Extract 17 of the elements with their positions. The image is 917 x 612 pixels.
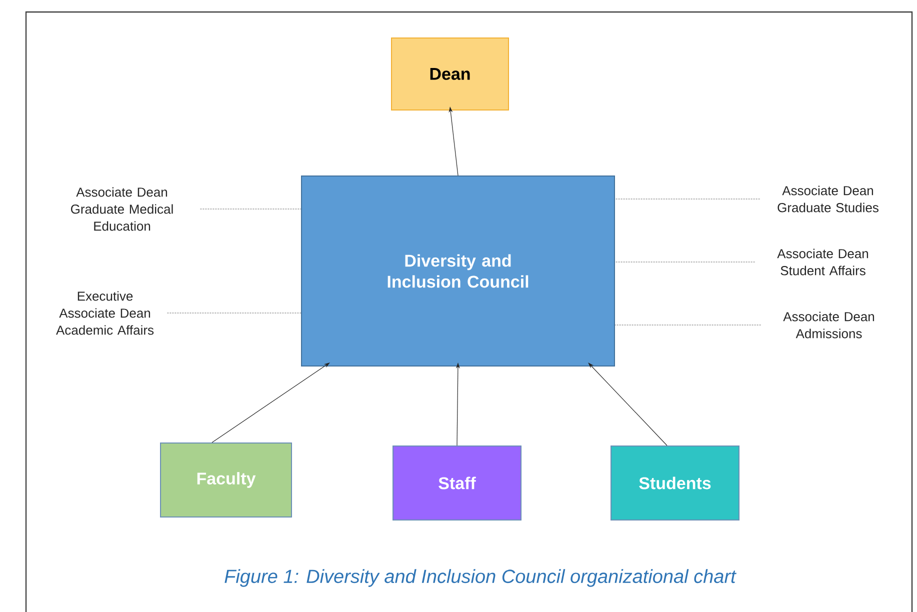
leader-line [614,324,762,326]
arrow [212,362,330,443]
process-box: Staff [392,446,522,520]
leader-line [166,312,302,314]
caption: Figure 1: Diversity and Inclusion Council organizational chart [224,569,736,587]
role-label: Executive Associate Dean Academic Affairs [56,291,154,335]
process-box: Diversity and Inclusion Council [301,176,615,366]
leader-line [200,208,302,210]
arrow [588,362,668,446]
leader-line [614,198,760,200]
role-label: Associate Dean Graduate Studies [778,186,878,212]
role-label: Associate Dean Graduate Medical Education [71,187,173,231]
process-box: Students [610,446,740,520]
process-box: Dean [391,38,509,110]
role-label: Associate Dean Admissions [783,312,874,338]
role-label: Associate Dean Student Affairs [777,248,868,276]
process-box: Faculty [160,442,292,518]
